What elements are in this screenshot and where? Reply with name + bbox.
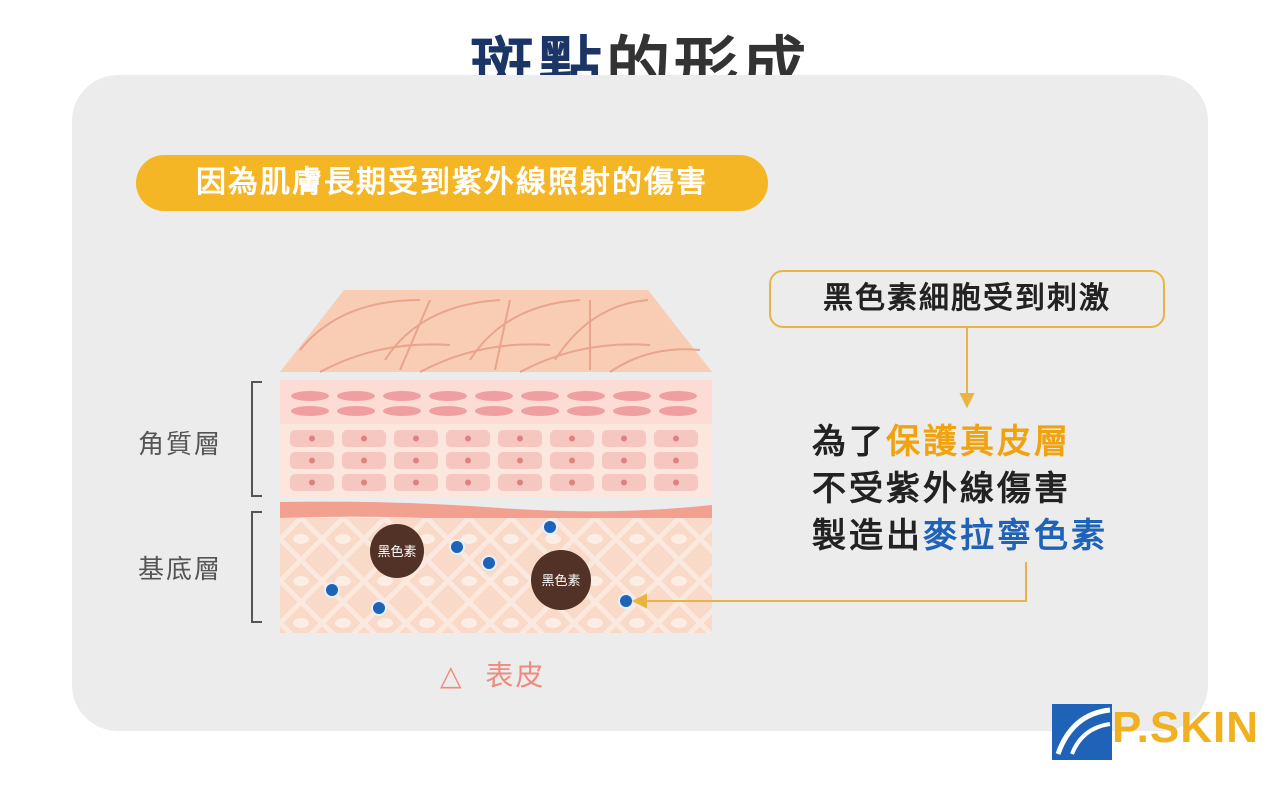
corneum-cell — [337, 406, 375, 416]
spinous-cell — [602, 430, 646, 447]
corneum-cell — [291, 391, 329, 401]
melanocyte-1-label: 黑色素 — [377, 544, 416, 560]
spinous-cell — [342, 474, 386, 491]
spinous-cell — [550, 474, 594, 491]
corneum-cell — [383, 391, 421, 401]
melanin-granules — [324, 519, 634, 616]
spinous-cell — [446, 430, 490, 447]
spinous-cell — [394, 430, 438, 447]
explanation-line-1: 為了保護真皮層 — [812, 420, 1071, 464]
spinous-cell — [550, 452, 594, 469]
spinous-cell — [394, 474, 438, 491]
spinous-cell — [394, 452, 438, 469]
spinous-cell — [290, 474, 334, 491]
spinous-cell — [446, 474, 490, 491]
epidermis-caption: △ 表皮 — [440, 654, 545, 694]
explanation-line-2: 不受紫外線傷害 — [812, 469, 1071, 509]
spinous-cell — [342, 452, 386, 469]
melanocyte-2: 黑色素 — [531, 550, 591, 610]
label-stratum-corneum: 角質層 — [138, 430, 223, 460]
spinous-cell — [498, 430, 542, 447]
spinous-cell — [602, 452, 646, 469]
corneum-cell — [337, 391, 375, 401]
melanocyte-1: 黑色素 — [370, 524, 424, 578]
subtitle-banner: 因為肌膚長期受到紫外線照射的傷害 — [136, 155, 768, 211]
melanocyte-2-label: 黑色素 — [541, 573, 580, 589]
explanation-line-3: 製造出麥拉寧色素 — [812, 514, 1108, 558]
cell-grid — [290, 430, 698, 491]
spinous-cell — [446, 452, 490, 469]
corneum-cell — [475, 406, 513, 416]
corneum-cell — [659, 406, 697, 416]
explanation-line-1-highlight: 保護真皮層 — [886, 422, 1071, 462]
bracket-stratum — [251, 381, 262, 497]
callout-melanocyte-stimulated: 黑色素細胞受到刺激 — [769, 270, 1165, 328]
pskin-logo-text: P.SKIN — [1112, 703, 1260, 752]
pointer-arrow — [631, 562, 1027, 609]
spinous-cell — [550, 430, 594, 447]
spinous-cell — [498, 452, 542, 469]
down-arrow — [959, 328, 975, 409]
corneum-cell — [521, 391, 559, 401]
spinous-cell — [290, 430, 334, 447]
spinous-cell — [498, 474, 542, 491]
spinous-cell — [602, 474, 646, 491]
spinous-cell — [654, 452, 698, 469]
corneum-band — [280, 380, 712, 424]
triangle-icon: △ — [440, 659, 464, 692]
corneum-cell — [429, 406, 467, 416]
corneum-cell — [291, 406, 329, 416]
corneum-cells — [291, 391, 697, 416]
surface-scales — [299, 299, 701, 373]
pskin-logo-mark — [1052, 704, 1112, 760]
corneum-cell — [613, 391, 651, 401]
spinous-cell — [654, 474, 698, 491]
caption-text: 表皮 — [485, 659, 546, 692]
explanation-line-3-prefix: 製造出 — [812, 516, 923, 556]
corneum-cell — [659, 391, 697, 401]
corneum-cell — [475, 391, 513, 401]
corneum-cell — [429, 391, 467, 401]
explanation-line-1-prefix: 為了 — [812, 422, 886, 462]
bracket-basal — [251, 511, 262, 623]
corneum-cell — [521, 406, 559, 416]
spinous-cell — [654, 430, 698, 447]
label-basal-layer: 基底層 — [138, 555, 223, 585]
explanation-line-3-highlight: 麥拉寧色素 — [923, 516, 1108, 556]
basal-layer — [280, 518, 712, 633]
corneum-cell — [567, 406, 605, 416]
spinous-cell — [290, 452, 334, 469]
spinous-cell — [342, 430, 386, 447]
corneum-cell — [383, 406, 421, 416]
corneum-cell — [567, 391, 605, 401]
corneum-cell — [613, 406, 651, 416]
